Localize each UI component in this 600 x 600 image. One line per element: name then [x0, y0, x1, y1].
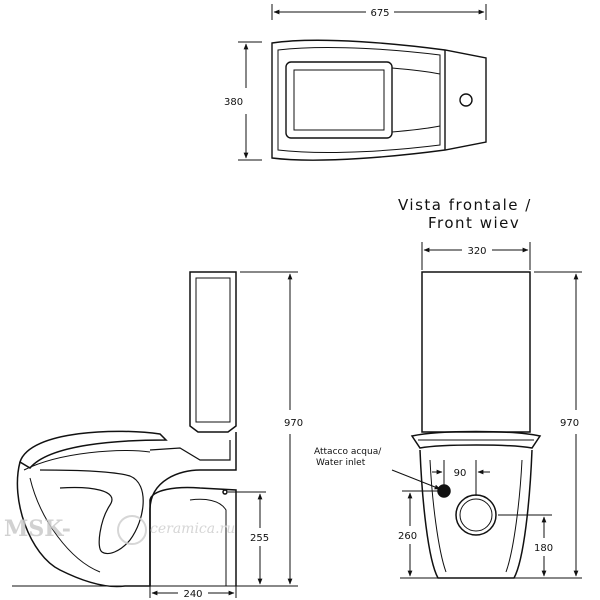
- side-outlet-height-label: 255: [250, 533, 269, 544]
- side-outlet-depth-label: 240: [183, 589, 202, 600]
- seat-lid-inner: [293, 69, 385, 131]
- top-width-dimension: [271, 4, 487, 20]
- water-inlet-icon: [437, 484, 451, 498]
- watermark-brand: MSK-: [4, 516, 71, 542]
- side-cistern: [189, 271, 237, 433]
- front-width-dimension: [421, 242, 531, 270]
- side-foot: [149, 486, 237, 586]
- water-inlet-label-line1: Attacco acqua/: [314, 447, 382, 457]
- water-inlet-label-line2: Water inlet: [316, 458, 366, 468]
- top-outline: [271, 39, 487, 161]
- water-inlet-leader: [391, 469, 441, 490]
- side-view: 970 255 240: [12, 271, 303, 600]
- front-view-title-line2: Front wiev: [428, 214, 520, 232]
- top-depth-dimension: [238, 41, 262, 161]
- front-height-label: 970: [560, 418, 579, 429]
- top-inner-rim: [277, 46, 441, 154]
- side-height-dimension: [240, 271, 298, 587]
- front-inlet-offset-dimension: [432, 460, 490, 496]
- front-inlet-height-dimension: [402, 490, 438, 577]
- watermark: MSK- ceramica.ru: [4, 515, 235, 545]
- front-height-dimension: [534, 271, 582, 579]
- top-view: 675 380: [224, 4, 487, 161]
- watermark-logo-icon: [117, 515, 147, 545]
- top-depth-label: 380: [224, 97, 243, 108]
- outlet-circle: [455, 494, 497, 536]
- front-outlet-height-dimension: [498, 514, 552, 577]
- top-width-label: 675: [370, 8, 389, 19]
- front-view: 320 970 90: [391, 242, 582, 579]
- watermark-site: ceramica.ru: [150, 521, 235, 537]
- front-view-title-line1: Vista frontale /: [398, 196, 532, 214]
- front-outlet-height-label: 180: [534, 543, 553, 554]
- seat-lid-outline: [285, 61, 393, 139]
- side-height-label: 970: [284, 418, 303, 429]
- front-seat-rim: [410, 430, 542, 449]
- front-cistern: [421, 271, 531, 433]
- front-inlet-height-label: 260: [398, 531, 417, 542]
- front-width-label: 320: [467, 246, 486, 257]
- flush-button-icon: [459, 93, 473, 107]
- side-outlet-depth-dimension: [149, 586, 237, 598]
- front-inlet-offset-label: 90: [454, 468, 467, 479]
- side-outlet-height-dimension: [228, 491, 266, 585]
- side-trapway: [39, 469, 144, 555]
- side-seat-lid: [19, 430, 168, 469]
